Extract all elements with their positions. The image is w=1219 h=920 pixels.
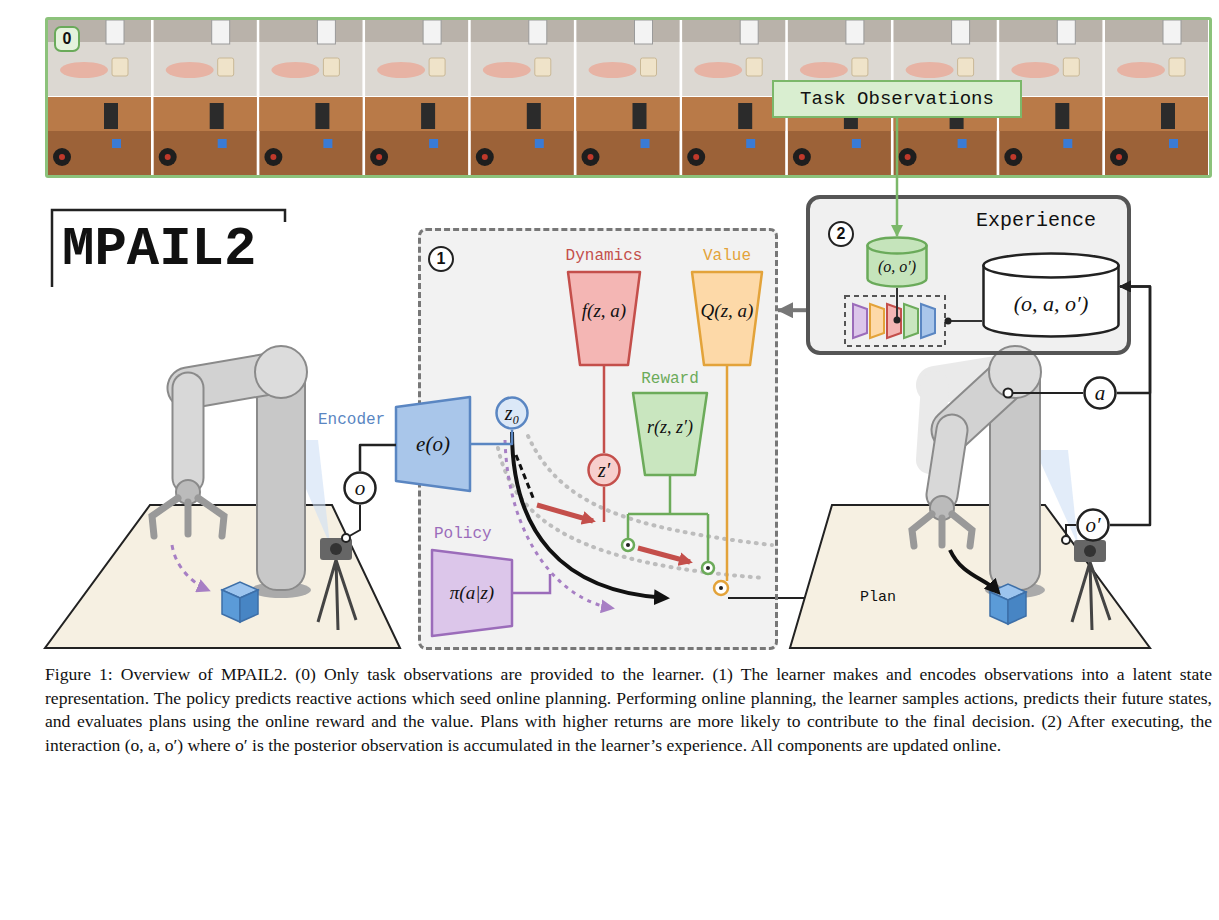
signal-circle: o [343, 471, 377, 505]
connector [1110, 286, 1150, 525]
module-name: Policy [434, 525, 492, 543]
buffer-cylinder: (o, a, o′) [982, 252, 1120, 338]
connector [360, 445, 396, 471]
module-name: Dynamics [566, 247, 643, 265]
box-label: Experience [976, 209, 1096, 232]
buffer-label: (o, o′) [866, 258, 928, 276]
connector [778, 308, 806, 312]
variable-label: z₀ [495, 402, 529, 425]
signal-circle: a [1083, 376, 1117, 410]
latent-circle: z′ [587, 453, 621, 487]
plan-label: Plan [860, 589, 896, 606]
film-strip [48, 20, 1208, 175]
formula: f(z, a) [568, 300, 640, 322]
experience-box: 2 Experience (o, o′) (o, a, o′) [806, 195, 1131, 355]
variable-label: z′ [587, 459, 621, 482]
formula: e(o) [396, 432, 470, 457]
module-name: Reward [641, 370, 699, 388]
signal-circle: o′ [1076, 508, 1110, 542]
connector [1117, 286, 1150, 393]
formula: π(a|z) [432, 582, 512, 604]
right-robot [790, 346, 1150, 648]
buffer-label: (o, a, o′) [982, 291, 1120, 317]
label-box: Task Observations [772, 80, 1022, 118]
planning-fill [418, 228, 778, 650]
buffer-cylinder: (o, o′) [866, 236, 928, 288]
figure-title: MPAIL2 [62, 219, 256, 280]
box-label: Task Observations [774, 88, 1020, 110]
observation-band: 0Task Observations [45, 17, 1212, 178]
policy-model: Policyπ(a|z) [432, 550, 512, 636]
callout-number: 0 [54, 26, 80, 52]
experience-fill [806, 195, 1131, 355]
variable-label: o′ [1076, 513, 1110, 538]
module-name: Value [703, 247, 751, 265]
connector [603, 365, 606, 453]
encoder-model: Encodere(o) [396, 397, 470, 491]
reward-model: Rewardr(z, z′) [633, 393, 707, 475]
latent-circle: z₀ [495, 396, 529, 430]
formula: Q(z, a) [692, 300, 762, 322]
planning-box: 1Dynamicsf(z, a)ValueQ(z, a)z₀Rewardr(z,… [418, 228, 778, 650]
variable-label: o [343, 476, 377, 501]
title-bracket [52, 210, 285, 287]
connector [470, 430, 512, 444]
callout-number: 2 [828, 221, 854, 247]
variable-label: a [1083, 381, 1117, 406]
connector [896, 118, 899, 236]
left-robot [45, 346, 400, 648]
figure-caption: Figure 1: Overview of MPAIL2. (0) Only t… [45, 663, 1212, 757]
value-model: ValueQ(z, a) [692, 272, 762, 365]
dynamics-model: Dynamicsf(z, a) [568, 272, 640, 365]
formula: r(z, z′) [633, 417, 707, 438]
callout-number: 1 [428, 246, 454, 272]
module-name: Encoder [318, 411, 385, 429]
model-stack [845, 288, 982, 346]
